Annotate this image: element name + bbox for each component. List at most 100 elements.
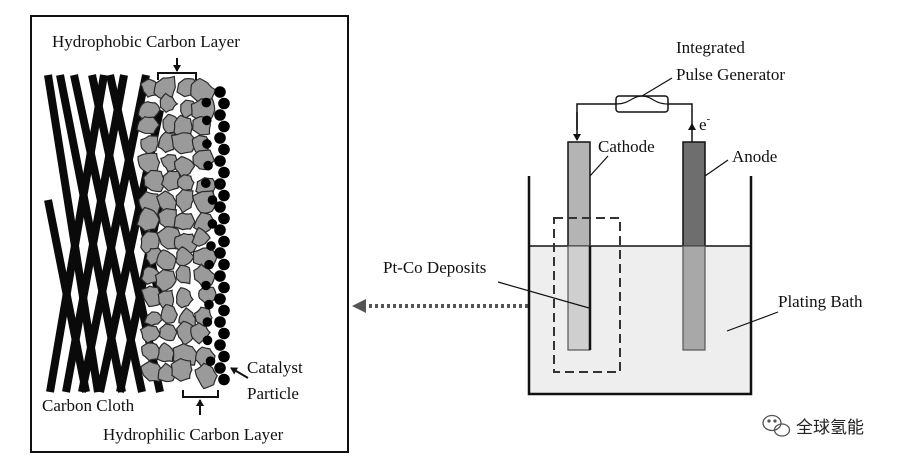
carbon-cloth-label: Carbon Cloth bbox=[42, 396, 135, 415]
anode-label: Anode bbox=[732, 147, 777, 166]
carbon-particle bbox=[140, 135, 159, 156]
watermark-text: 全球氢能 bbox=[796, 418, 864, 438]
catalyst-particle bbox=[214, 224, 226, 236]
catalyst-particle bbox=[202, 139, 212, 149]
carbon-particle bbox=[194, 362, 218, 390]
catalyst-particles bbox=[201, 86, 230, 386]
carbon-particle bbox=[160, 153, 179, 172]
catalyst-particle bbox=[214, 201, 226, 213]
deposits-label: Pt-Co Deposits bbox=[383, 258, 486, 277]
catalyst-particle bbox=[207, 195, 218, 205]
carbon-particle bbox=[156, 342, 175, 363]
catalyst-particle bbox=[218, 350, 230, 363]
carbon-particle bbox=[175, 188, 194, 214]
catalyst-particle bbox=[202, 115, 212, 126]
catalyst-particle bbox=[218, 120, 230, 133]
electrode-panel-frame bbox=[30, 15, 349, 453]
carbon-particle bbox=[136, 206, 160, 232]
catalyst-particle bbox=[218, 166, 230, 179]
cathode-electrode-upper bbox=[567, 141, 591, 247]
carbon-particle bbox=[160, 304, 178, 324]
catalyst-particle bbox=[214, 132, 226, 144]
carbon-particle bbox=[153, 75, 176, 100]
catalyst-particle bbox=[214, 293, 226, 305]
cathode-label: Cathode bbox=[598, 137, 655, 156]
catalyst-particle bbox=[204, 299, 214, 310]
carbon-particle bbox=[140, 285, 161, 308]
cathode-leader bbox=[589, 155, 609, 177]
carbon-particle bbox=[140, 266, 162, 286]
catalyst-particle bbox=[202, 317, 213, 327]
carbon-particle bbox=[137, 152, 161, 174]
catalyst-particle bbox=[214, 247, 226, 259]
plating-tank bbox=[527, 176, 753, 396]
catalyst-particle bbox=[218, 327, 230, 340]
catalyst-particle bbox=[218, 235, 230, 248]
catalyst-particle bbox=[204, 259, 214, 270]
hydrophobic-layer-label: Hydrophobic Carbon Layer bbox=[52, 32, 240, 51]
catalyst-particle bbox=[214, 86, 226, 98]
carbon-particle bbox=[176, 174, 195, 192]
plating-bath-leader bbox=[726, 311, 779, 332]
catalyst-particle bbox=[214, 339, 226, 351]
catalyst-particle bbox=[218, 281, 230, 294]
cathode-electrode-lower bbox=[567, 245, 591, 351]
catalyst-particle bbox=[214, 155, 226, 167]
catalyst-particle bbox=[214, 178, 226, 190]
carbon-particle bbox=[191, 226, 211, 247]
catalyst-particle bbox=[218, 189, 230, 202]
catalyst-particle bbox=[203, 160, 213, 171]
carbon-particle bbox=[173, 212, 196, 231]
carbon-particle bbox=[137, 101, 161, 122]
catalyst-particle bbox=[218, 304, 230, 317]
carbon-particle bbox=[175, 264, 191, 285]
carbon-particle bbox=[156, 249, 177, 271]
zoom-arrowhead bbox=[352, 299, 366, 313]
catalyst-particle bbox=[201, 280, 211, 291]
carbon-particle bbox=[173, 155, 196, 178]
plating-bath-liquid bbox=[529, 246, 751, 394]
pulse-generator-leader bbox=[641, 77, 673, 97]
carbon-particle bbox=[160, 170, 181, 192]
catalyst-particle bbox=[205, 356, 216, 367]
carbon-particle bbox=[139, 324, 161, 344]
hydrophilic-bracket bbox=[182, 390, 219, 415]
catalyst-particle bbox=[201, 97, 212, 108]
deposits-focus-box bbox=[553, 217, 621, 373]
electron-label: e- bbox=[699, 113, 711, 134]
catalyst-particle bbox=[218, 373, 230, 386]
catalyst-arrow bbox=[230, 367, 249, 379]
catalyst-particle bbox=[202, 335, 213, 346]
carbon-particle bbox=[175, 287, 194, 309]
carbon-particle bbox=[175, 246, 195, 268]
anode-electrode-lower bbox=[682, 245, 706, 351]
catalyst-particle bbox=[214, 362, 226, 374]
catalyst-particle bbox=[218, 97, 230, 110]
carbon-particle bbox=[158, 323, 178, 342]
pulse-generator-label-line2: Pulse Generator bbox=[676, 65, 785, 84]
carbon-particle-layer bbox=[136, 75, 218, 390]
carbon-particle bbox=[143, 169, 167, 193]
catalyst-particle bbox=[218, 212, 230, 225]
carbon-particle bbox=[140, 360, 163, 383]
wechat-icon bbox=[762, 414, 791, 437]
carbon-particle bbox=[139, 78, 159, 98]
hydrophilic-layer-label: Hydrophilic Carbon Layer bbox=[103, 425, 284, 444]
catalyst-particle bbox=[218, 143, 230, 156]
catalyst-particle bbox=[214, 109, 226, 121]
anode-leader bbox=[704, 159, 729, 177]
carbon-particle bbox=[141, 342, 162, 362]
catalyst-particle bbox=[207, 219, 218, 229]
catalyst-particle bbox=[214, 270, 226, 282]
carbon-particle bbox=[143, 311, 165, 327]
catalyst-particle bbox=[214, 316, 226, 328]
carbon-particle bbox=[170, 132, 199, 155]
carbon-particle bbox=[136, 116, 161, 135]
catalyst-label-line1: Catalyst bbox=[247, 358, 303, 377]
catalyst-particle bbox=[201, 178, 211, 188]
plating-bath-label: Plating Bath bbox=[778, 292, 863, 311]
catalyst-label-line2: Particle bbox=[247, 384, 299, 403]
carbon-particle bbox=[170, 357, 193, 382]
hydrophobic-bracket bbox=[157, 58, 197, 80]
